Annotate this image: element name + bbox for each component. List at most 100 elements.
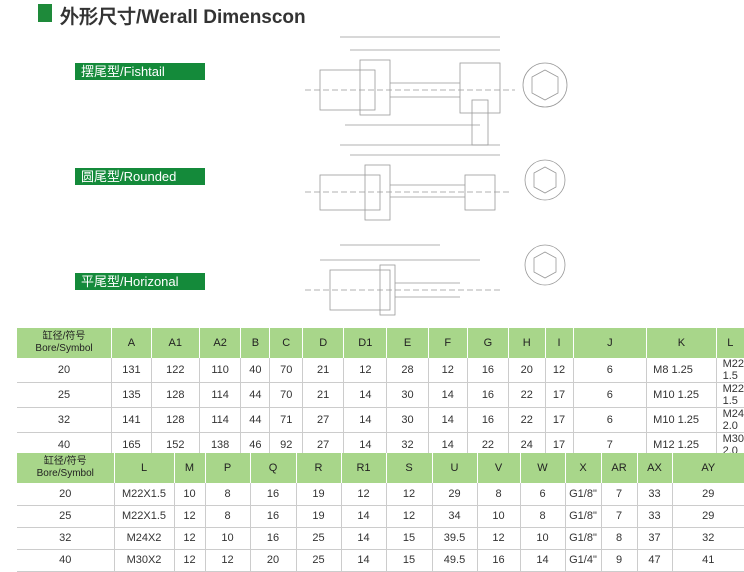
table-cell: G1/8" (564, 527, 601, 550)
column-header: A2 (198, 328, 241, 358)
table-cell: 8 (476, 483, 520, 506)
end-views (522, 62, 568, 286)
column-header: G (466, 328, 509, 358)
table-cell: 44 (240, 382, 270, 408)
column-header: R1 (340, 453, 386, 483)
bore-cn: 缸径/符号 (42, 331, 86, 342)
table-cell: 12 (204, 549, 250, 572)
table-cell: 16 (466, 407, 509, 433)
table-cell: 20 (508, 358, 545, 383)
table-cell: 16 (466, 358, 509, 383)
column-header: K (646, 328, 717, 358)
table-cell: 14 (343, 407, 387, 433)
table-cell: 7 (600, 505, 637, 528)
table-cell: 40 (17, 549, 114, 572)
table-cell: 70 (269, 382, 303, 408)
horizonal-drawing (305, 244, 500, 316)
table-cell: 135 (111, 382, 152, 408)
column-header: AY (671, 453, 744, 483)
table-cell: 19 (295, 483, 341, 506)
table-cell: 21 (302, 382, 344, 408)
table-cell: 25 (295, 527, 341, 550)
table-cell: 14 (519, 549, 565, 572)
column-header: F (427, 328, 468, 358)
table-cell: M22X1.5 (113, 483, 174, 506)
table-cell: 12 (385, 483, 432, 506)
table-cell: G1/8" (564, 483, 601, 506)
bore-en: Bore/Symbol (36, 468, 94, 479)
column-header: A (111, 328, 152, 358)
table-cell: M22 1.5 (715, 358, 744, 383)
column-header: C (269, 328, 303, 358)
table-cell: 15 (385, 527, 432, 550)
column-header: P (204, 453, 250, 483)
column-header: E (386, 328, 429, 358)
column-header: AX (636, 453, 672, 483)
table-cell: 10 (519, 527, 565, 550)
column-header: J (572, 328, 647, 358)
table-cell: M30X2 (113, 549, 174, 572)
table-cell: 39.5 (431, 527, 477, 550)
table-cell: 21 (302, 358, 344, 383)
table-cell: M24 2.0 (715, 407, 744, 433)
table-cell: 8 (204, 505, 250, 528)
label-horizonal: 平尾型/Horizonal (75, 273, 205, 290)
table-cell: M22X1.5 (113, 505, 174, 528)
table-cell: 32 (671, 527, 744, 550)
table-cell: 28 (386, 358, 429, 383)
title-marker (38, 4, 52, 22)
table-cell: 29 (671, 505, 744, 528)
rounded-drawing (305, 99, 510, 221)
table-cell: 40 (240, 358, 270, 383)
table-cell: 25 (295, 549, 341, 572)
table-cell: 12 (343, 358, 387, 383)
table-cell: 8 (204, 483, 250, 506)
table-cell: 10 (476, 505, 520, 528)
table-cell: 128 (150, 407, 200, 433)
column-header: L (113, 453, 174, 483)
table-cell: 22 (508, 407, 545, 433)
table-cell: 20 (17, 358, 112, 383)
table-cell: M8 1.25 (646, 358, 717, 383)
table-cell: 141 (111, 407, 152, 433)
table-cell: 131 (111, 358, 152, 383)
table-cell: 14 (427, 407, 468, 433)
table-cell: 122 (150, 358, 200, 383)
table-cell: 15 (385, 549, 432, 572)
bore-en: Bore/Symbol (35, 343, 93, 354)
table-cell: 110 (198, 358, 241, 383)
table-cell: 114 (198, 407, 241, 433)
table-cell: 10 (173, 483, 205, 506)
table-cell: 33 (636, 505, 672, 528)
page-title: 外形尺寸/Werall Dimenscon (60, 7, 306, 28)
column-header: H (508, 328, 545, 358)
column-header: D1 (343, 328, 387, 358)
table-cell: 32 (17, 407, 112, 433)
table-cell: 14 (427, 382, 468, 408)
table-cell: 20 (17, 483, 114, 506)
table-cell: 16 (249, 505, 296, 528)
column-header: R (295, 453, 341, 483)
table-cell: 29 (671, 483, 744, 506)
table-cell: 29 (431, 483, 477, 506)
table-cell: 27 (302, 407, 344, 433)
table-cell: 12 (544, 358, 574, 383)
table-cell: 25 (17, 382, 112, 408)
column-header: S (385, 453, 432, 483)
table-cell: 12 (427, 358, 468, 383)
column-header: M (173, 453, 205, 483)
table-cell: 14 (340, 505, 386, 528)
column-header: Q (249, 453, 296, 483)
label-fishtail: 摆尾型/Fishtail (75, 63, 205, 80)
table-cell: M24X2 (113, 527, 174, 550)
label-rounded: 圆尾型/Rounded (75, 168, 205, 185)
column-header: AR (600, 453, 637, 483)
table-cell: 16 (249, 483, 296, 506)
